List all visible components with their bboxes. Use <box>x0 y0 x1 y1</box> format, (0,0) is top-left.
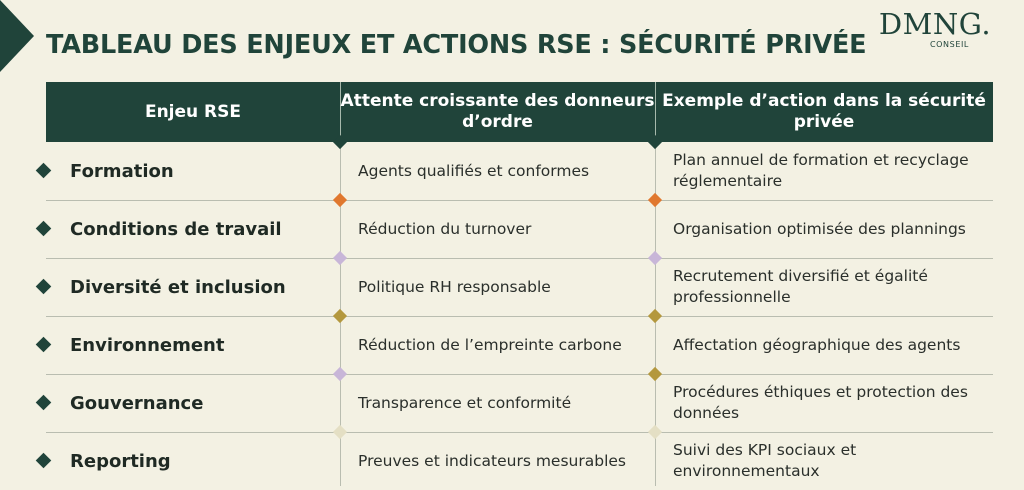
divider-marker-diamond <box>647 192 663 208</box>
row-bullet-diamond <box>35 452 52 469</box>
row-attente: Politique RH responsable <box>358 278 551 296</box>
row-action: Organisation optimisée des plannings <box>673 219 966 238</box>
table-header: Enjeu RSE Attente croissante des donneur… <box>46 82 993 142</box>
row-attente: Transparence et conformité <box>358 394 572 412</box>
row-enjeu: Reporting <box>70 450 171 472</box>
header-divider <box>655 82 656 142</box>
divider-marker-diamond <box>332 424 348 440</box>
row-attente: Agents qualifiés et conformes <box>358 162 590 180</box>
row-enjeu: Formation <box>70 160 174 182</box>
row-action: Affectation géographique des agents <box>673 335 961 354</box>
row-divider <box>46 432 993 433</box>
row-divider <box>46 258 993 259</box>
row-divider <box>46 200 993 201</box>
row-enjeu: Diversité et inclusion <box>70 276 286 298</box>
divider-marker-diamond <box>647 366 663 382</box>
row-bullet-diamond <box>35 278 52 295</box>
row-enjeu: Gouvernance <box>70 392 204 414</box>
column-header-action: Exemple d’action dans la sécurité privée <box>662 91 986 132</box>
divider-marker-diamond <box>647 308 663 324</box>
row-attente: Preuves et indicateurs mesurables <box>358 452 626 470</box>
divider-marker-diamond <box>332 192 348 208</box>
row-bullet-diamond <box>35 336 52 353</box>
divider-marker-diamond <box>332 308 348 324</box>
divider-marker-diamond <box>647 424 663 440</box>
column-header-attente: Attente croissante des donneurs d’ordre <box>340 91 655 132</box>
row-attente: Réduction du turnover <box>358 220 532 238</box>
row-enjeu: Environnement <box>70 334 225 356</box>
row-attente: Réduction de l’empreinte carbone <box>358 336 622 354</box>
brand-name: DMNG. <box>878 7 992 41</box>
brand-logo: DMNG. CONSEIL <box>873 8 997 49</box>
row-bullet-diamond <box>35 162 52 179</box>
brand-subtitle: CONSEIL <box>929 40 969 49</box>
row-bullet-diamond <box>35 394 52 411</box>
row-action: Procédures éthiques et protection des do… <box>673 383 968 422</box>
row-action: Suivi des KPI sociaux et environnementau… <box>673 441 857 480</box>
row-bullet-diamond <box>35 220 52 237</box>
divider-marker-diamond <box>332 250 348 266</box>
row-action: Plan annuel de formation et recyclage ré… <box>673 151 969 190</box>
page-title: TABLEAU DES ENJEUX ET ACTIONS RSE : SÉCU… <box>46 30 867 60</box>
row-divider <box>46 374 993 375</box>
divider-marker-diamond <box>647 250 663 266</box>
divider-marker-diamond <box>332 366 348 382</box>
corner-triangle-decoration <box>0 0 34 72</box>
row-divider <box>46 316 993 317</box>
row-enjeu: Conditions de travail <box>70 218 282 240</box>
header-divider <box>340 82 341 142</box>
column-header-enjeu: Enjeu RSE <box>144 101 242 122</box>
row-action: Recrutement diversifié et égalité profes… <box>673 267 928 306</box>
